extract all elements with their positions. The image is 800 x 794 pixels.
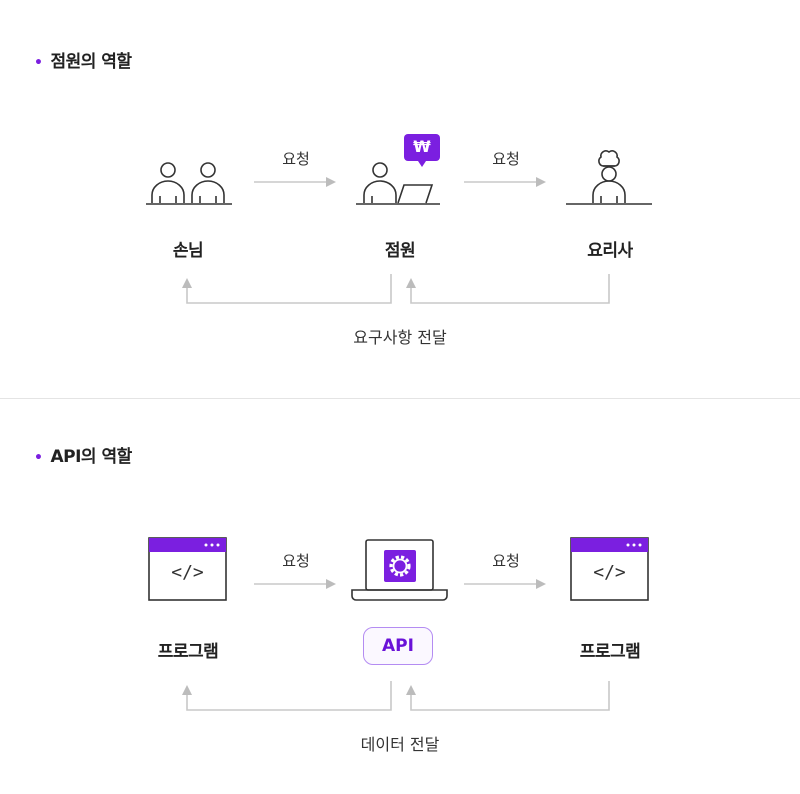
request-label-right: 요청 bbox=[492, 150, 520, 168]
program-label-right: 프로그램 bbox=[579, 642, 641, 662]
clerk-icon bbox=[356, 162, 440, 205]
section-divider bbox=[0, 398, 800, 399]
chef-label: 요리사 bbox=[587, 241, 633, 261]
requirements-label: 요구사항 전달 bbox=[353, 328, 447, 347]
chef-icon bbox=[566, 150, 652, 205]
data-transfer-label: 데이터 전달 bbox=[360, 735, 440, 754]
laptop-icon bbox=[351, 539, 448, 601]
code-glyph-left: </> bbox=[171, 562, 204, 583]
section2-title: • API의 역할 bbox=[34, 442, 132, 467]
won-badge-icon bbox=[404, 134, 440, 167]
return-arrow-left-2 bbox=[182, 681, 392, 711]
program-window-icon-right bbox=[570, 537, 649, 601]
program-label-left: 프로그램 bbox=[157, 642, 219, 662]
request-label-left: 요청 bbox=[282, 150, 310, 168]
section2-title-text: API의 역할 bbox=[50, 447, 132, 467]
customers-icon bbox=[146, 162, 232, 205]
return-arrow-right bbox=[406, 274, 610, 304]
section1-title: • 점원의 역할 bbox=[34, 47, 132, 72]
gear-icon bbox=[384, 550, 416, 582]
won-badge-text: ₩ bbox=[413, 137, 431, 156]
api-badge: API bbox=[363, 627, 433, 665]
code-glyph-right: </> bbox=[593, 562, 626, 583]
bullet-icon: • bbox=[34, 450, 43, 466]
section1-title-text: 점원의 역할 bbox=[50, 52, 132, 72]
bullet-icon: • bbox=[34, 55, 43, 71]
program-window-icon-left bbox=[148, 537, 227, 601]
clerk-label: 점원 bbox=[384, 241, 416, 261]
return-arrow-left bbox=[182, 274, 392, 304]
return-arrow-right-2 bbox=[406, 681, 610, 711]
request-label-left-2: 요청 bbox=[282, 552, 310, 570]
request-label-right-2: 요청 bbox=[492, 552, 520, 570]
customer-label: 손님 bbox=[172, 241, 204, 261]
